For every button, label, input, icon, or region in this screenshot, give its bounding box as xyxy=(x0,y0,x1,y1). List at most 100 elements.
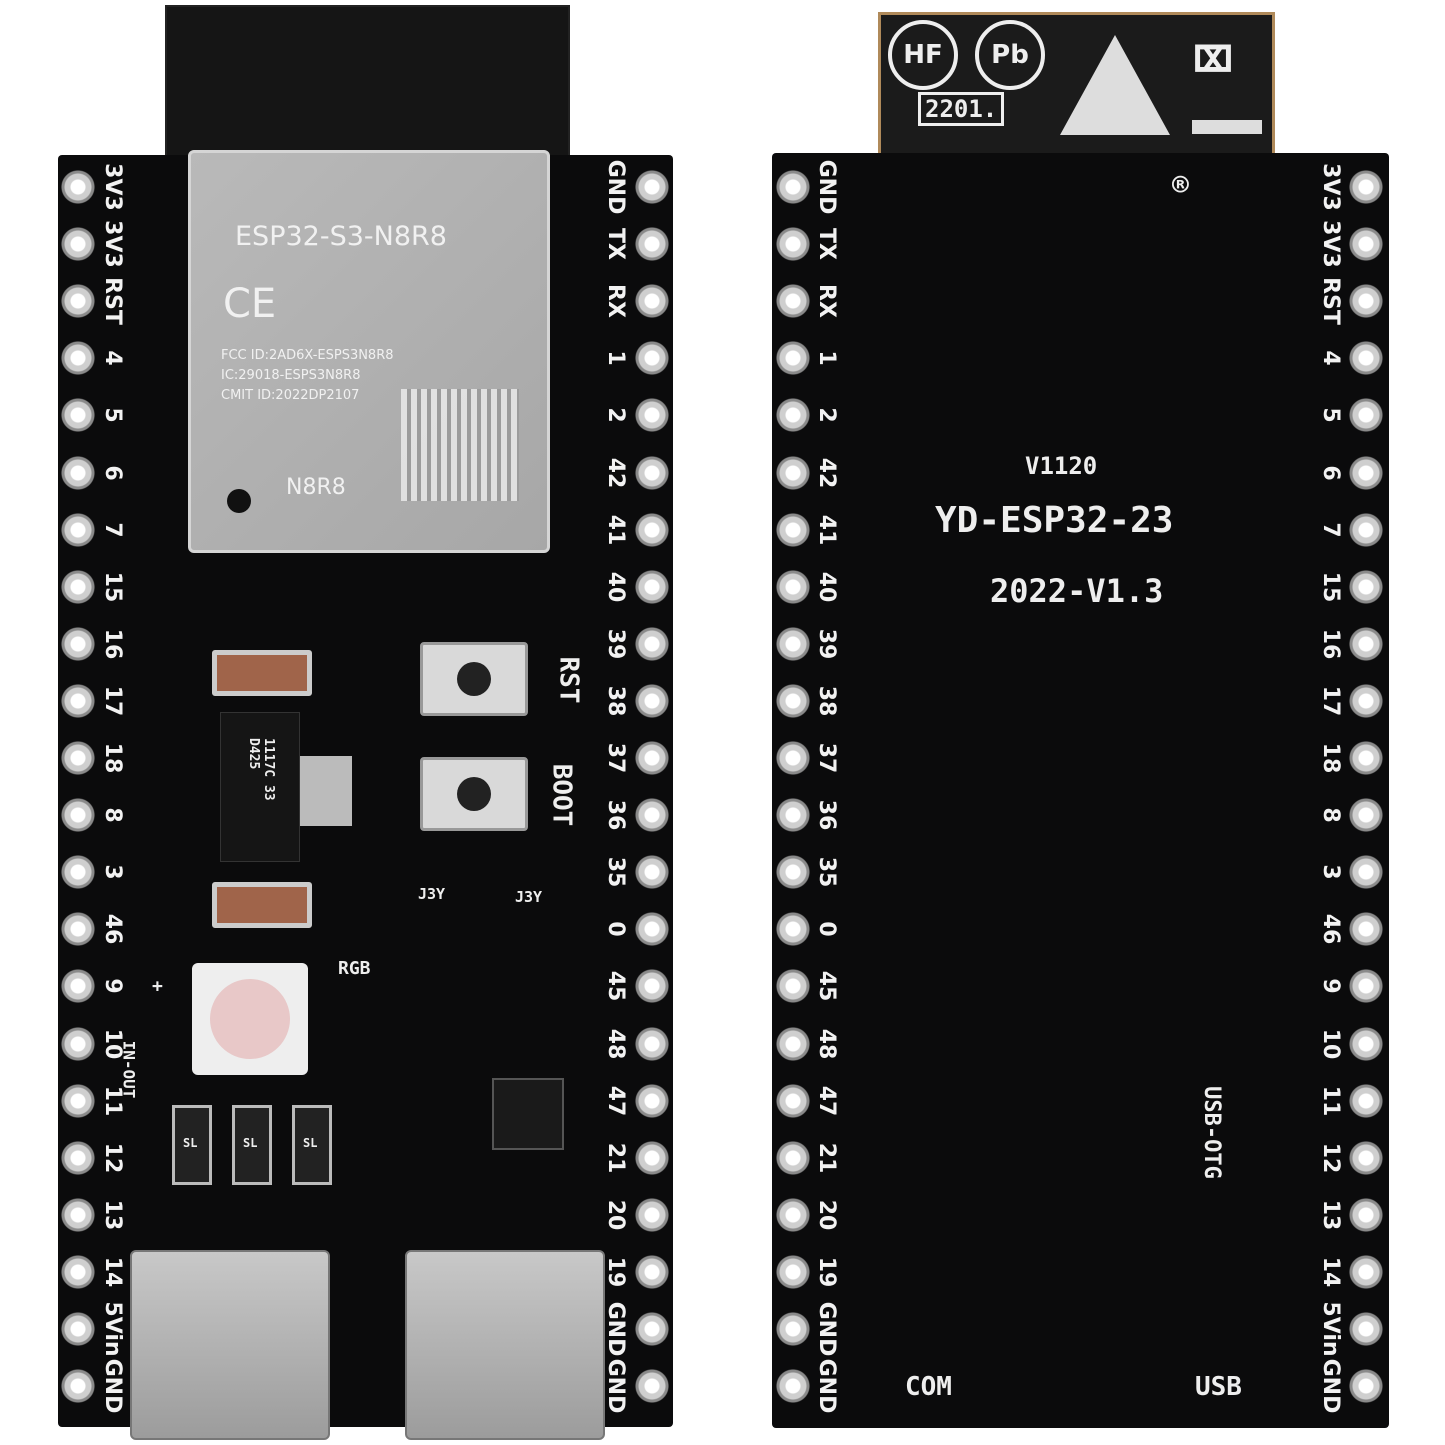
pin-label: 38 xyxy=(814,685,839,717)
usb-c-port-usb[interactable] xyxy=(405,1250,605,1440)
header-pin xyxy=(1348,797,1384,834)
pin-label: 1 xyxy=(603,350,628,366)
pin-label: RX xyxy=(603,284,628,319)
header-pin xyxy=(1348,340,1384,377)
header-pin xyxy=(1348,740,1384,776)
header-pin xyxy=(775,1196,811,1233)
pin1-dot xyxy=(227,489,251,513)
header-pin xyxy=(634,854,670,891)
header-pin xyxy=(634,454,670,491)
pin-label: 16 xyxy=(100,628,125,660)
pin-label: 19 xyxy=(814,1256,839,1288)
header-pin xyxy=(775,511,811,548)
weee-bar xyxy=(1192,120,1262,134)
header-pin xyxy=(1348,169,1384,205)
header-pin xyxy=(1348,968,1384,1005)
pin-label: 47 xyxy=(814,1085,839,1116)
rgb-led xyxy=(192,963,308,1075)
header-pin xyxy=(1348,1253,1384,1290)
diode: SL xyxy=(172,1105,212,1185)
pin-label: 6 xyxy=(100,464,125,481)
header-pin xyxy=(634,397,670,434)
header-pin xyxy=(1348,283,1384,320)
header-pin xyxy=(634,740,670,776)
pin-label: 36 xyxy=(603,799,628,831)
pin-label: 36 xyxy=(814,799,839,831)
rst-button[interactable] xyxy=(420,642,528,716)
pin-label: 35 xyxy=(603,856,628,888)
transistor-marking: J3Y xyxy=(418,885,446,903)
header-pin xyxy=(775,968,811,1005)
pin-label: 42 xyxy=(814,457,839,488)
boot-button[interactable] xyxy=(420,757,528,831)
pin-label: 40 xyxy=(603,571,628,602)
pin-label: 3V3 xyxy=(1318,220,1343,268)
header-pin xyxy=(775,854,811,891)
header-pin xyxy=(60,226,96,263)
header-pin xyxy=(1348,454,1384,491)
header-pin xyxy=(1348,1196,1384,1233)
header-pin xyxy=(775,568,811,605)
pin-label: 15 xyxy=(100,571,125,602)
header-pin xyxy=(634,568,670,605)
header-pin xyxy=(775,625,811,662)
pin-label: 10 xyxy=(100,1028,125,1059)
year-version: 2022-V1.3 xyxy=(990,572,1164,610)
header-pin xyxy=(60,1311,96,1347)
header-pin xyxy=(775,911,811,948)
header-pin xyxy=(1348,854,1384,891)
pin-label: 39 xyxy=(814,628,839,660)
pin-label: 7 xyxy=(100,521,125,538)
pin-label: 18 xyxy=(1318,742,1343,774)
header-pin xyxy=(634,1025,670,1062)
esp32-module: ESP32-S3-N8R8 CE FCC ID:2AD6X-ESPS3N8R8 … xyxy=(188,150,550,553)
header-pin xyxy=(634,1082,670,1119)
header-pin xyxy=(775,283,811,320)
header-pin xyxy=(1348,1025,1384,1062)
boot-label: BOOT xyxy=(546,763,577,827)
header-pin xyxy=(775,1025,811,1062)
pin-label: 4 xyxy=(1318,350,1343,366)
com-label: COM xyxy=(905,1372,952,1402)
header-pin xyxy=(1348,911,1384,948)
pin-label: 21 xyxy=(603,1142,628,1173)
esd-icon xyxy=(1060,35,1170,135)
pin-label: 8 xyxy=(1318,807,1343,823)
pin-label: 46 xyxy=(1318,913,1343,945)
pin-label: 17 xyxy=(1318,685,1343,717)
pin-label: 45 xyxy=(603,971,628,1002)
pin-label: 19 xyxy=(603,1256,628,1288)
registered-mark: ® xyxy=(1172,168,1189,201)
pin-label: 14 xyxy=(100,1256,125,1288)
header-pin xyxy=(1348,1082,1384,1119)
pin-label: 40 xyxy=(814,571,839,602)
header-pin xyxy=(60,1253,96,1290)
header-pin xyxy=(775,397,811,434)
pin-label: GND xyxy=(1318,1358,1343,1414)
pin-label: 20 xyxy=(814,1199,839,1231)
diode: SL xyxy=(292,1105,332,1185)
pin-label: 5Vin xyxy=(100,1301,125,1357)
pin-label: 2 xyxy=(814,407,839,424)
header-pin xyxy=(60,454,96,491)
header-pin xyxy=(60,340,96,377)
pin-label: TX xyxy=(603,228,628,261)
header-pin xyxy=(60,397,96,434)
header-pin xyxy=(634,169,670,205)
header-pin xyxy=(1348,682,1384,719)
header-pin xyxy=(1348,1139,1384,1176)
header-pin xyxy=(60,1196,96,1233)
header-pin xyxy=(60,854,96,891)
version-label: V1120 xyxy=(1025,452,1098,480)
header-pin xyxy=(634,1368,670,1405)
header-pin xyxy=(634,1311,670,1347)
pin-label: 3V3 xyxy=(100,220,125,268)
voltage-regulator: 1117C 33 D425 xyxy=(220,712,300,862)
pin-label: 3 xyxy=(1318,864,1343,880)
pin-label: 46 xyxy=(100,913,125,945)
pin-label: RST xyxy=(100,277,125,326)
usb-otg-label: USB-OTG xyxy=(1198,1086,1224,1179)
pin-label: 17 xyxy=(100,685,125,717)
header-pin xyxy=(775,226,811,263)
usb-c-port-com[interactable] xyxy=(130,1250,330,1440)
